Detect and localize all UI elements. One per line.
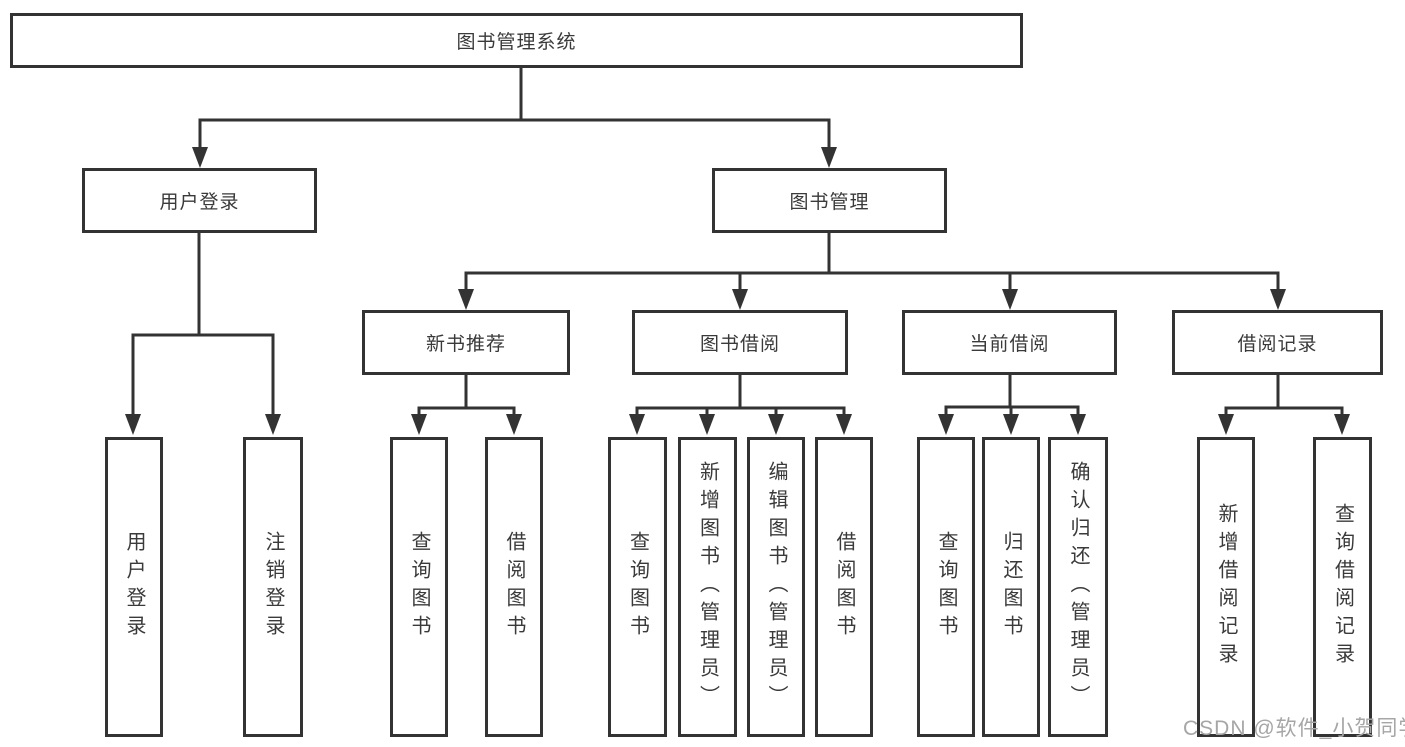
leaf-recommend-query-books: 查询图书: [390, 437, 448, 737]
leaf-logout: 注销登录: [243, 437, 303, 737]
node-book-management: 图书管理: [712, 168, 947, 233]
leaf-borrow-add-books-admin-label: 新增图书（管理员）: [696, 461, 719, 713]
node-root: 图书管理系统: [10, 13, 1023, 68]
leaf-current-return-books: 归还图书: [982, 437, 1040, 737]
leaf-borrow-edit-books-admin: 编辑图书（管理员）: [747, 437, 805, 737]
leaf-current-query-books: 查询图书: [917, 437, 975, 737]
leaf-current-query-books-label: 查询图书: [935, 531, 957, 643]
leaf-recommend-borrow-books: 借阅图书: [485, 437, 543, 737]
node-current-borrowing-label: 当前借阅: [969, 334, 1050, 355]
leaf-current-confirm-return-admin: 确认归还（管理员）: [1048, 437, 1108, 737]
node-user-login-label: 用户登录: [159, 192, 240, 213]
node-book-management-label: 图书管理: [789, 192, 870, 213]
leaf-borrow-query-books: 查询图书: [608, 437, 667, 737]
leaf-records-query-record: 查询借阅记录: [1313, 437, 1372, 737]
node-root-label: 图书管理系统: [456, 32, 577, 53]
leaf-borrow-borrow-books: 借阅图书: [815, 437, 873, 737]
node-new-book-recommendation: 新书推荐: [362, 310, 570, 375]
node-user-login: 用户登录: [82, 168, 317, 233]
leaf-current-return-books-label: 归还图书: [1000, 531, 1022, 643]
leaf-records-add-record-label: 新增借阅记录: [1215, 503, 1237, 671]
arrow-down-icons: [125, 147, 1350, 435]
leaf-logout-label: 注销登录: [262, 531, 284, 643]
leaf-records-query-record-label: 查询借阅记录: [1331, 503, 1354, 671]
node-current-borrowing: 当前借阅: [902, 310, 1117, 375]
leaf-recommend-borrow-books-label: 借阅图书: [503, 531, 525, 643]
leaf-records-add-record: 新增借阅记录: [1197, 437, 1255, 737]
leaf-current-confirm-return-admin-label: 确认归还（管理员）: [1067, 461, 1089, 713]
leaf-borrow-borrow-books-label: 借阅图书: [833, 531, 855, 643]
leaf-user-login: 用户登录: [105, 437, 163, 737]
node-book-borrowing-label: 图书借阅: [699, 334, 780, 355]
leaf-borrow-edit-books-admin-label: 编辑图书（管理员）: [765, 461, 787, 713]
leaf-borrow-query-books-label: 查询图书: [626, 531, 649, 643]
node-borrowing-records-label: 借阅记录: [1237, 334, 1318, 355]
node-borrowing-records: 借阅记录: [1172, 310, 1383, 375]
node-new-book-recommendation-label: 新书推荐: [425, 334, 506, 355]
watermark: CSDN @软件_小贺同学: [1183, 717, 1405, 740]
node-book-borrowing: 图书借阅: [632, 310, 848, 375]
leaf-recommend-query-books-label: 查询图书: [408, 531, 430, 643]
leaf-user-login-label: 用户登录: [123, 531, 145, 643]
leaf-borrow-add-books-admin: 新增图书（管理员）: [678, 437, 737, 737]
